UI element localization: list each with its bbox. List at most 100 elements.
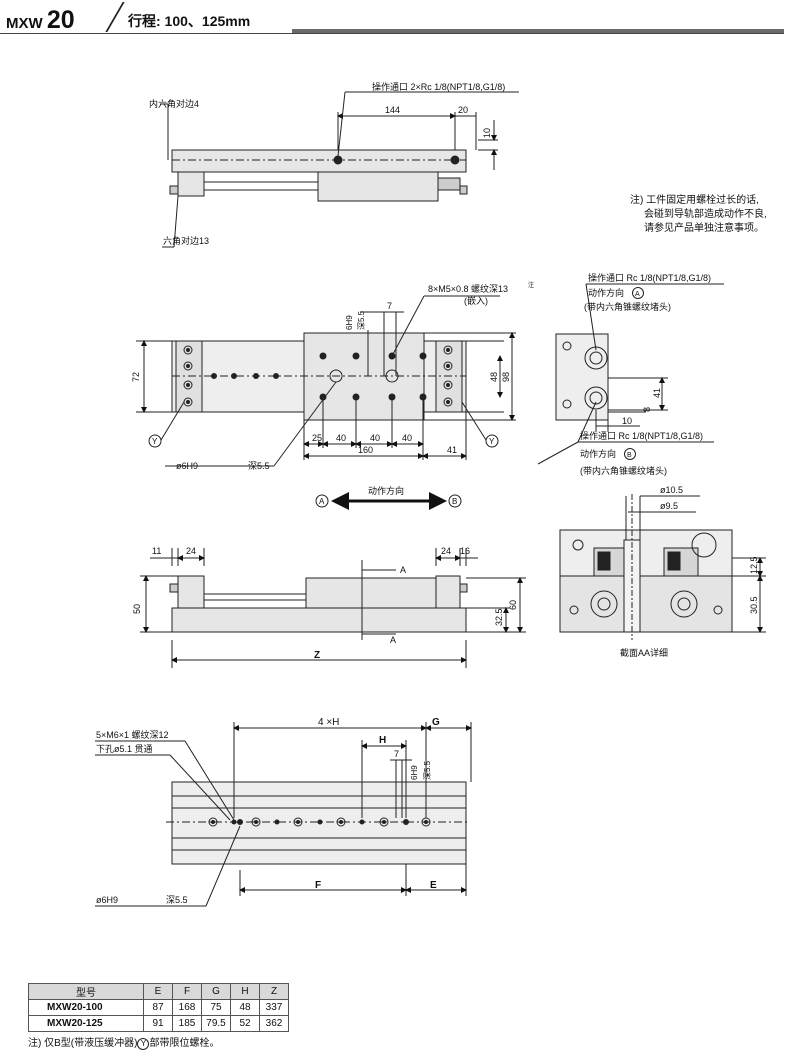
hole-6h9-bottom-label: ø6H9: [176, 461, 198, 471]
hex-socket-label: 内六角对边4: [149, 98, 199, 109]
section-mark-a-top: A: [400, 565, 406, 575]
port-top-label: 操作通口 2×Rc 1/8(NPT1/8,G1/8): [372, 81, 505, 92]
dim-4h: 4 ×H: [318, 717, 339, 728]
marker-a-end: A: [632, 287, 644, 299]
table-cell: 79.5: [201, 1015, 231, 1032]
dim-72: 72: [131, 372, 141, 382]
dimension-table: 型号 E F G H Z MXW20-100 87 168 75 48 337 …: [28, 983, 289, 1032]
dim-24: 24: [186, 546, 196, 556]
dim-20: 20: [458, 105, 468, 115]
dim-41-right: 41: [652, 388, 662, 398]
hole-6h9-label: 6H9: [345, 315, 354, 330]
table-cell: 75: [201, 999, 231, 1016]
end-view: [537, 283, 724, 465]
rail-6h9-label: 6H9: [410, 765, 419, 780]
dim-g: G: [432, 717, 440, 728]
front-view: [140, 548, 526, 668]
rail-hole-6h9-depth: 深5.5: [166, 895, 188, 905]
y-marker-right-text: Y: [489, 437, 495, 446]
dim-40-b: 40: [370, 433, 380, 443]
direction-b-label: 动作方向: [580, 448, 616, 459]
plug-b-label: (带内六角锥螺纹堵头): [580, 465, 667, 476]
port-a-label: 操作通口 Rc 1/8(NPT1/8,G1/8): [588, 272, 711, 283]
dim-60: 60: [508, 600, 518, 610]
hole-depth-label: 深5.5: [357, 310, 366, 330]
series-name: MXW: [6, 15, 43, 32]
header-bar: [292, 29, 784, 33]
rail-hole-6h9-label: ø6H9: [96, 895, 118, 905]
hole-6h9-bottom-depth: 深5.5: [248, 461, 270, 471]
table-header-h: H: [230, 983, 260, 1000]
dim-50: 50: [132, 604, 142, 614]
tap-m6-label: 5×M6×1 螺纹深12: [96, 729, 169, 740]
side-view-top: [160, 91, 519, 248]
y-marker-left-text: Y: [152, 437, 158, 446]
insert-label: (嵌入): [464, 296, 488, 306]
table-cell: 52: [230, 1015, 260, 1032]
mount-note-line-3: 请参见产品单独注意事项。: [644, 223, 764, 234]
footnote-suffix: 部带限位螺栓。: [149, 1038, 220, 1049]
y-marker-left: Y: [148, 434, 162, 448]
table-cell-model: MXW20-125: [28, 1015, 144, 1032]
dim-10-right: 10: [622, 416, 632, 426]
mount-note: 注) 工件固定用螺栓过长的话, 会碰到导轨部造成动作不良, 请参见产品单独注意事…: [630, 194, 767, 236]
header-rule: [0, 33, 784, 34]
model-title: MXW 20: [6, 6, 75, 35]
section-mark-a-bottom: A: [390, 635, 396, 645]
rail-6h9-depth: 深5.5: [423, 760, 432, 780]
table-header-z: Z: [259, 983, 289, 1000]
dim-h: H: [379, 735, 386, 746]
motion-a-text: A: [319, 497, 325, 506]
y-marker-right: Y: [485, 434, 499, 448]
dim-7: 7: [387, 301, 392, 311]
dim-98: 98: [501, 372, 511, 382]
mount-note-line-1: 注) 工件固定用螺栓过长的话,: [630, 195, 759, 206]
dim-16: 16: [460, 546, 470, 556]
table-cell: 48: [230, 999, 260, 1016]
table-header-e: E: [143, 983, 173, 1000]
table-header-f: F: [172, 983, 202, 1000]
direction-a-label: 动作方向: [588, 287, 624, 298]
section-aa-view: [559, 494, 766, 640]
dim-9-5: ø9.5: [660, 501, 678, 511]
marker-b-end: B: [624, 448, 636, 460]
hex-13-label: 六角对边13: [163, 235, 209, 246]
marker-b-end-text: B: [627, 452, 632, 459]
table-cell: 168: [172, 999, 202, 1016]
port-b-label: 操作通口 Rc 1/8(NPT1/8,G1/8): [580, 430, 703, 441]
motion-direction: A B: [315, 492, 462, 510]
series-size: 20: [46, 6, 75, 34]
dim-24-b: 24: [441, 546, 451, 556]
table-cell: 91: [143, 1015, 173, 1032]
dim-12-5: 12.5: [749, 556, 759, 574]
stroke-label: 行程: 100、125mm: [128, 13, 251, 29]
table-row: MXW20-100 87 168 75 48 337: [28, 999, 289, 1016]
table-cell: 185: [172, 1015, 202, 1032]
table-cell: 87: [143, 999, 173, 1016]
dim-40-a: 40: [336, 433, 346, 443]
dim-f: F: [315, 880, 321, 891]
motion-direction-label: 动作方向: [368, 485, 404, 496]
plug-a-label: (带内六角锥螺纹堵头): [584, 301, 671, 312]
table-cell-model: MXW20-100: [28, 999, 144, 1016]
dim-32-5: 32.5: [494, 608, 504, 626]
through-hole-label: 下孔ø5.1 贯通: [96, 744, 153, 754]
table-cell: 337: [259, 999, 289, 1016]
marker-a-end-text: A: [635, 291, 640, 298]
table-header-g: G: [201, 983, 231, 1000]
footnote-prefix: 注) 仅B型(带液压缓冲器): [28, 1038, 138, 1049]
table-cell: 362: [259, 1015, 289, 1032]
table-header-model: 型号: [28, 983, 144, 1000]
page-header: MXW 20 行程: 100、125mm: [0, 0, 790, 36]
tap-m5-label: 8×M5×0.8 螺纹深13: [428, 283, 508, 294]
dim-160: 160: [358, 445, 373, 455]
dim-25: 25: [312, 433, 322, 443]
motion-b-text: B: [452, 497, 457, 506]
dim-e: E: [430, 880, 437, 891]
plan-view: [136, 295, 516, 467]
dim-30-5: 30.5: [749, 596, 759, 614]
dim-8-right: 8: [642, 407, 652, 412]
tap-note-mark: 注: [528, 281, 534, 289]
